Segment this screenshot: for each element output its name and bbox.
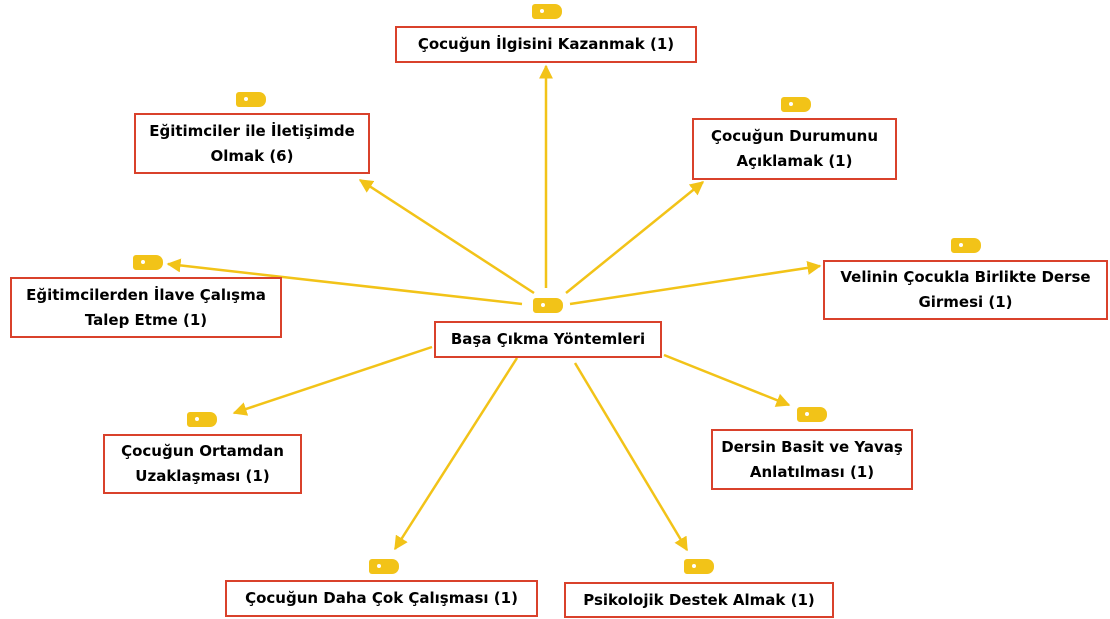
node-velinin-cocukla-birlikte-derse-girmesi[interactable]: Velinin Çocukla Birlikte Derse Girmesi (… xyxy=(823,260,1108,320)
connector-arrow-5 xyxy=(569,260,822,306)
connector-arrow-3 xyxy=(565,181,705,294)
node-dersin-basit-ve-yavas-anlatilmasi[interactable]: Dersin Basit ve Yavaş Anlatılması (1) xyxy=(711,429,913,490)
tag-icon xyxy=(236,92,266,107)
tag-icon xyxy=(951,238,981,253)
tag-icon xyxy=(187,412,217,427)
tag-icon xyxy=(369,559,399,574)
tag-icon xyxy=(533,298,563,313)
connector-arrow-7 xyxy=(663,353,791,407)
node-egitimciler-ile-iletisimde-olmak[interactable]: Eğitimciler ile İletişimde Olmak (6) xyxy=(134,113,370,174)
tag-icon xyxy=(781,97,811,112)
connector-arrow-6 xyxy=(232,345,433,416)
tag-icon xyxy=(684,559,714,574)
node-cocugun-durumunu-aciklamak[interactable]: Çocuğun Durumunu Açıklamak (1) xyxy=(692,118,897,180)
node-psikolojik-destek-almak[interactable]: Psikolojik Destek Almak (1) xyxy=(564,582,834,618)
center-node[interactable]: Başa Çıkma Yöntemleri xyxy=(434,321,662,358)
node-cocugun-ortamdan-uzaklasmasi[interactable]: Çocuğun Ortamdan Uzaklaşması (1) xyxy=(103,434,302,494)
node-cocugun-daha-cok-calismasi[interactable]: Çocuğun Daha Çok Çalışması (1) xyxy=(225,580,538,617)
connector-arrow-9 xyxy=(573,362,689,552)
connector-arrow-8 xyxy=(393,357,519,551)
connector-arrow-2 xyxy=(358,178,535,295)
tag-icon xyxy=(532,4,562,19)
node-cocugun-ilgisini-kazanmak[interactable]: Çocuğun İlgisini Kazanmak (1) xyxy=(395,26,697,63)
tag-icon xyxy=(133,255,163,270)
connector-arrow-4 xyxy=(166,258,523,306)
node-egitimcilerden-ilave-calisma[interactable]: Eğitimcilerden İlave Çalışma Talep Etme … xyxy=(10,277,282,338)
tag-icon xyxy=(797,407,827,422)
